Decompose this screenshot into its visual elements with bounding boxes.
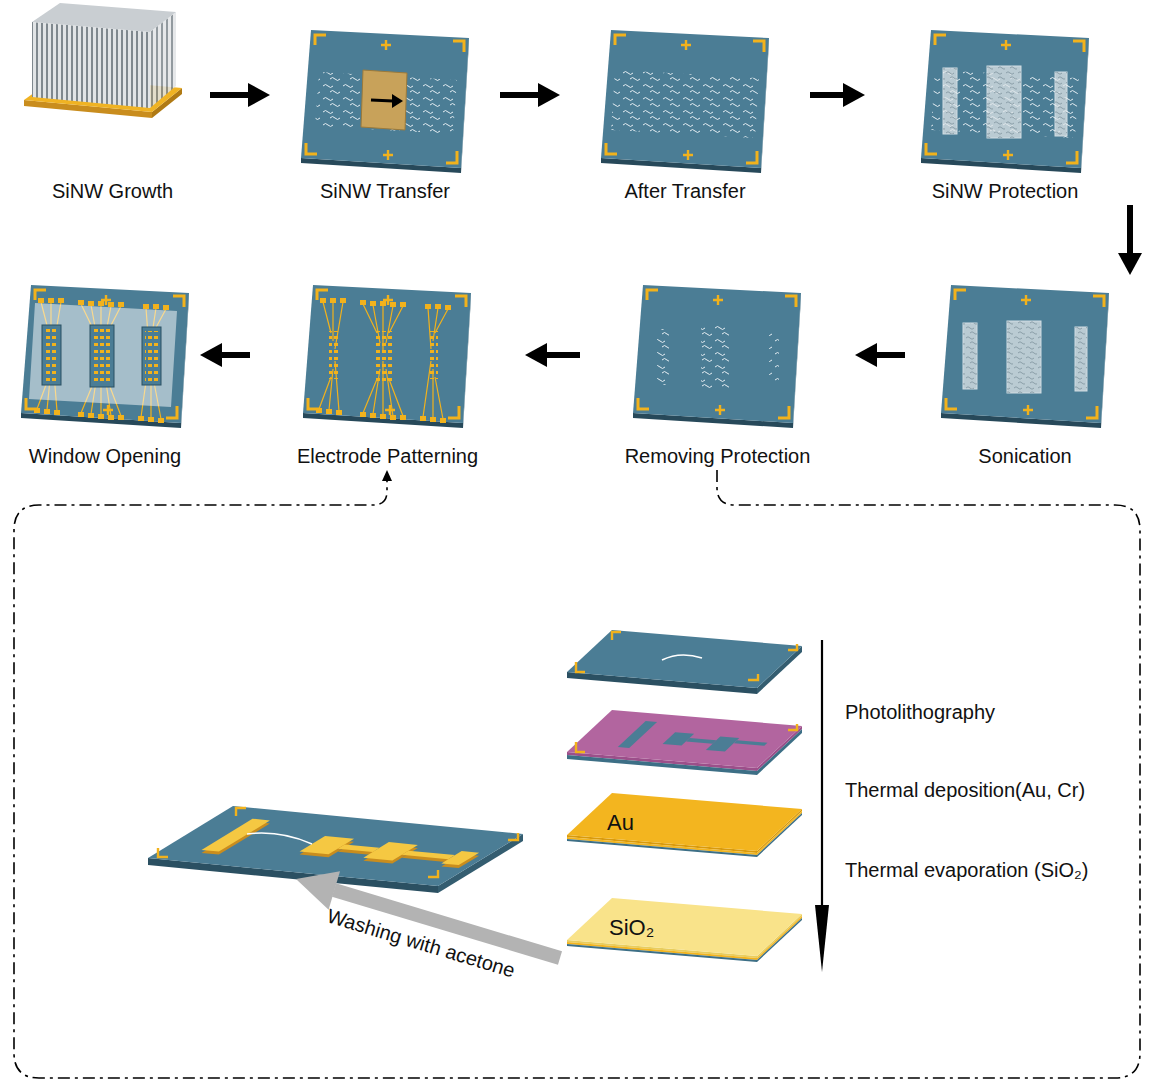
flow-arrow (855, 343, 905, 367)
process-step: SiNW Growth (15, 20, 210, 205)
flow-arrow (1118, 205, 1142, 275)
window-panel (21, 285, 189, 428)
process-step: Sonication (905, 275, 1145, 470)
flow-arrow (500, 83, 560, 107)
layer-plate: Au (567, 793, 802, 857)
step-caption: Removing Protection (625, 444, 811, 468)
transfer-panel (301, 30, 469, 173)
arrow-head (248, 83, 270, 107)
sonicated-panel (941, 285, 1109, 428)
step-caption: SiNW Growth (52, 179, 173, 203)
arrow-head (200, 343, 222, 367)
arrow-head (382, 470, 392, 481)
step-caption: Window Opening (29, 444, 181, 468)
step-caption: SiNW Protection (932, 179, 1079, 203)
arrow-shaft (14, 470, 1140, 1078)
step-caption: Electrode Patterning (297, 444, 478, 468)
arrow-shaft (210, 92, 255, 98)
layer-name: Au (607, 810, 634, 836)
flow-arrow (810, 83, 865, 107)
arrow-head (525, 343, 547, 367)
protected-panel (921, 30, 1089, 173)
unprotected-panel (633, 285, 801, 428)
arrow-head (538, 83, 560, 107)
step-caption: Sonication (978, 444, 1071, 468)
process-note: Photolithography (845, 700, 995, 724)
transferred-panel (601, 30, 769, 173)
arrow-shaft (500, 92, 545, 98)
plate-shape (567, 898, 802, 962)
plate-shape (567, 793, 802, 857)
flow-arrow (525, 343, 580, 367)
arrow-head (1118, 253, 1142, 275)
arrow-head (855, 343, 877, 367)
dashed-flow-connector (14, 470, 1140, 1078)
process-step: After Transfer (560, 20, 810, 205)
arrow-shaft (1127, 205, 1133, 260)
process-note: Thermal evaporation (SiO₂) (845, 858, 1088, 882)
layer-plate: SiO₂ (567, 898, 802, 962)
process-step: SiNW Protection (865, 20, 1145, 205)
step-caption: After Transfer (624, 179, 745, 203)
arrow-head (843, 83, 865, 107)
electrode-panel (303, 285, 471, 428)
process-step: SiNW Transfer (270, 20, 500, 205)
flow-arrow (200, 343, 250, 367)
process-step: Window Opening (10, 275, 200, 470)
nanowire-forest (24, 3, 182, 118)
process-step: Removing Protection (580, 275, 855, 470)
substrate-plate (567, 630, 802, 694)
process-direction-arrow (815, 640, 829, 972)
process-note: Washing with acetone (324, 903, 518, 982)
process-note: Thermal deposition(Au, Cr) (845, 778, 1085, 802)
flow-arrow (210, 83, 270, 107)
photoresist-plate (567, 710, 802, 775)
layer-name: SiO₂ (609, 915, 654, 941)
step-caption: SiNW Transfer (320, 179, 450, 203)
process-step: Electrode Patterning (250, 275, 525, 470)
